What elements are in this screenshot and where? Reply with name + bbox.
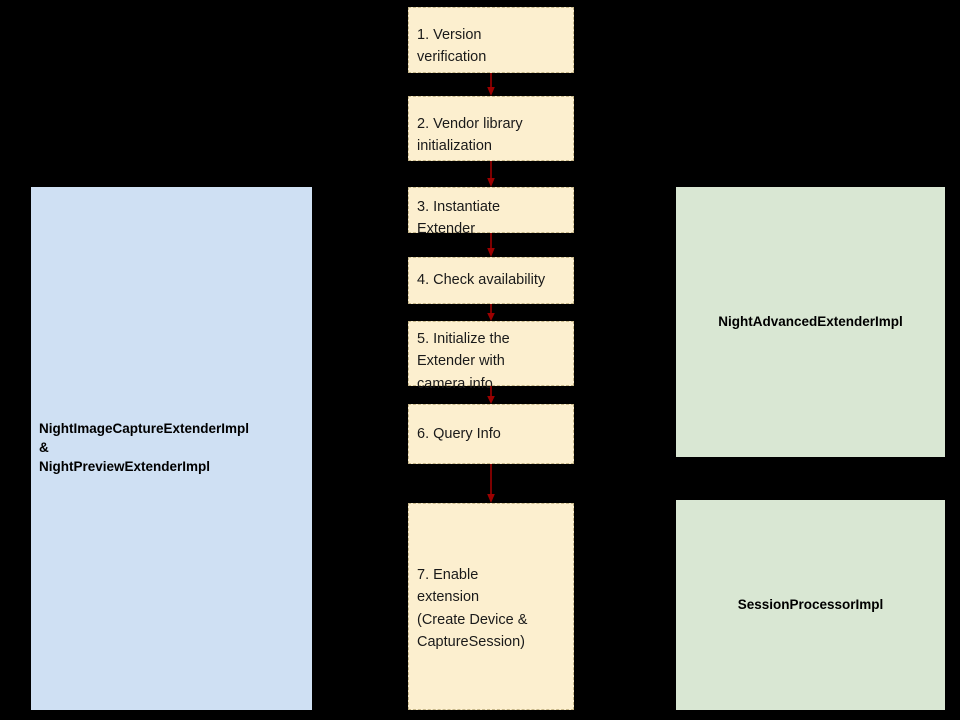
group-session-processor: SessionProcessorImpl (676, 500, 945, 710)
arrow-step5-to-step6 (484, 386, 498, 404)
step-box-6-label: 6. Query Info (417, 425, 501, 442)
step-box-3-label: 3. Instantiate Extender (417, 199, 501, 238)
arrow-step3-to-step4 (484, 233, 498, 257)
step-box-1-label: 1. Version verification (417, 27, 487, 66)
step-box-1[interactable]: 1. Version verification (408, 7, 574, 73)
step-box-2[interactable]: 2. Vendor library initialization (408, 96, 574, 161)
step-box-5-label: 5. Initialize the Extender with camera i… (417, 331, 510, 392)
group-advanced-extender: NightAdvancedExtenderImpl (676, 187, 945, 457)
step-box-3[interactable]: 3. Instantiate Extender (408, 187, 574, 237)
group-basic-extender: NightImageCaptureExtenderImpl & NightPre… (31, 187, 312, 710)
step-box-5[interactable]: 5. Initialize the Extender with camera i… (408, 321, 574, 392)
arrow-step1-to-step2 (484, 73, 498, 96)
step-box-2-label: 2. Vendor library initialization (417, 116, 523, 155)
step-box-7[interactable]: 7. Enable extension (Create Device & Cap… (408, 503, 574, 710)
arrow-step6-to-step7 (484, 464, 498, 503)
step-box-4-label: 4. Check availability (417, 272, 546, 289)
arrow-step2-to-step3 (484, 161, 498, 187)
step-box-7-label: 7. Enable extension (Create Device & Cap… (417, 567, 528, 651)
step-box-4[interactable]: 4. Check availability (408, 257, 574, 304)
group-basic-extender-label: NightImageCaptureExtenderImpl & NightPre… (39, 421, 250, 475)
group-advanced-extender-label: NightAdvancedExtenderImpl (718, 314, 903, 330)
group-session-processor-label: SessionProcessorImpl (737, 597, 884, 613)
arrow-step4-to-step5 (484, 304, 498, 321)
step-box-6[interactable]: 6. Query Info (408, 404, 574, 464)
